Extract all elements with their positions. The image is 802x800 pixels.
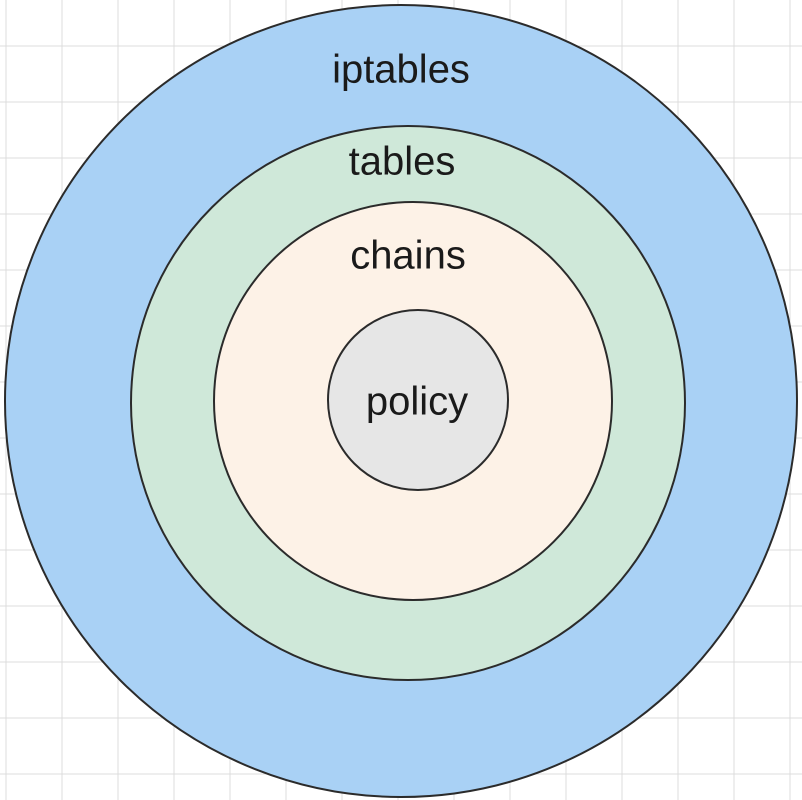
policy-circle bbox=[327, 309, 509, 491]
iptables-label: iptables bbox=[332, 48, 470, 92]
chains-label: chains bbox=[350, 234, 466, 278]
tables-label: tables bbox=[349, 140, 456, 184]
policy-label: policy bbox=[366, 380, 468, 424]
